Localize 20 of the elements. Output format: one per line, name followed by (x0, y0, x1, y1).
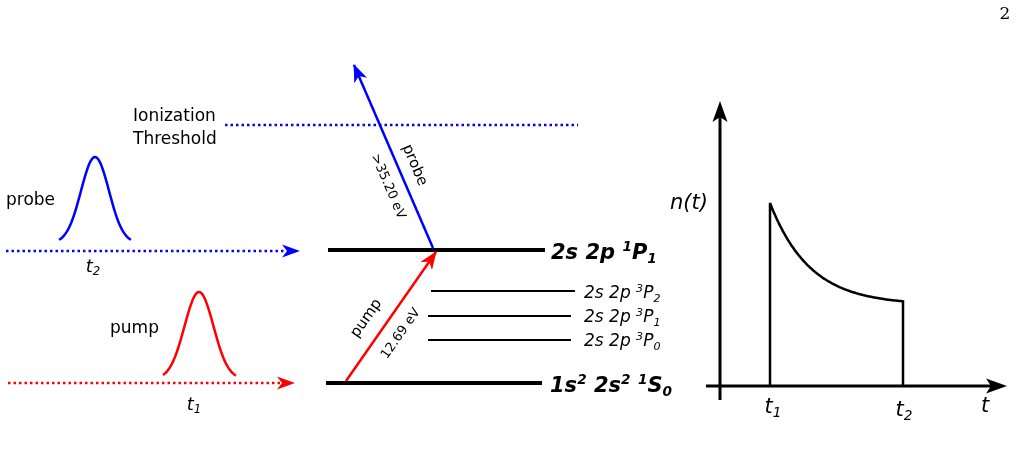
arrow (344, 251, 438, 382)
level-label: 2s 2p $^{1}$P$_{1}$ (551, 239, 657, 265)
energy-level-line (428, 339, 571, 342)
energy-level-line (428, 315, 571, 318)
axis-label: t (980, 392, 990, 418)
page-number: 2 (999, 4, 1011, 24)
time-label: t$_{1}$ (186, 393, 202, 415)
tick-label: t$_{2}$ (895, 396, 913, 422)
level-label: 2s 2p $^{3}$P$_{1}$ (584, 307, 661, 327)
level-label: 1s$^{2}$ 2s$^{2}$ $^{1}$S$_{0}$ (550, 372, 672, 398)
threshold-label: Ionization Threshold (133, 104, 218, 150)
level-label: 2s 2p $^{3}$P$_{0}$ (584, 331, 661, 351)
level-label: 2s 2p $^{3}$P$_{2}$ (584, 283, 661, 303)
pulse-label: probe (6, 190, 56, 210)
arrow (352, 64, 435, 249)
tick-label: t$_{1}$ (764, 393, 782, 419)
time-label: t$_{2}$ (85, 255, 101, 277)
axis-label: n(t) (670, 189, 708, 215)
energy-level-line (431, 290, 575, 293)
pulse-label: pump (110, 318, 159, 338)
